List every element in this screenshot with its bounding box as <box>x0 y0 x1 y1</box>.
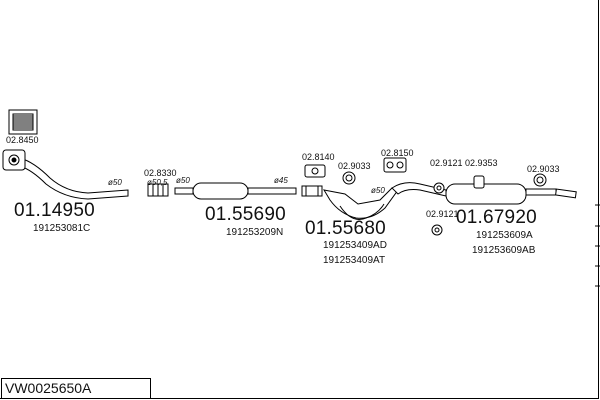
rubber-ring-02-9033 <box>342 171 356 185</box>
middle-silencer <box>322 187 399 220</box>
accessory-label: 02.9121 <box>426 209 459 219</box>
connector-02-8330 <box>147 183 169 197</box>
manifold-flange <box>2 149 26 171</box>
part-reference: 191253081C <box>33 223 91 234</box>
part-reference: 191253609A <box>476 230 533 241</box>
centre-silencer <box>174 182 297 200</box>
front-pipe <box>5 157 129 200</box>
diameter-label: ø50 <box>108 178 122 187</box>
gasket-02-8450 <box>8 109 38 135</box>
diameter-label: ø50 <box>176 176 190 185</box>
clamp-02-9353 <box>473 175 485 189</box>
part-number: 01.67920 <box>456 207 537 228</box>
part-number: 01.55680 <box>305 218 386 239</box>
diameter-label: ø50,5 <box>147 178 168 187</box>
accessory-label: 02.9033 <box>527 164 560 174</box>
part-number: 01.14950 <box>14 200 95 221</box>
part-reference: 191253209N <box>226 227 284 238</box>
accessory-label: 02.9033 <box>338 161 371 171</box>
accessory-label: 02.8150 <box>381 148 414 158</box>
connector-02-8140 <box>301 185 323 197</box>
rear-silencer <box>445 183 577 205</box>
accessory-label: 02.8450 <box>6 135 39 145</box>
part-reference: 191253409AD <box>323 240 387 251</box>
rubber-ring-02-9121 <box>433 182 445 194</box>
rubber-ring-02-9121-b <box>431 224 443 236</box>
rubber-ring-02-9033-b <box>533 173 547 187</box>
part-reference: 191253409AT <box>323 255 386 266</box>
part-number: 01.55690 <box>205 204 286 225</box>
accessory-label: 02.8330 <box>144 168 177 178</box>
diameter-label: ø50 <box>371 186 385 195</box>
hanger-02-8140 <box>304 164 326 178</box>
system-code: VW0025650A <box>1 378 151 399</box>
accessory-label: 02.8140 <box>302 152 335 162</box>
accessory-label: 02.9121 <box>430 158 463 168</box>
accessory-label: 02.9353 <box>465 158 498 168</box>
hanger-02-8150 <box>383 157 407 173</box>
part-reference: 191253609AB <box>472 245 536 256</box>
diameter-label: ø45 <box>274 176 288 185</box>
